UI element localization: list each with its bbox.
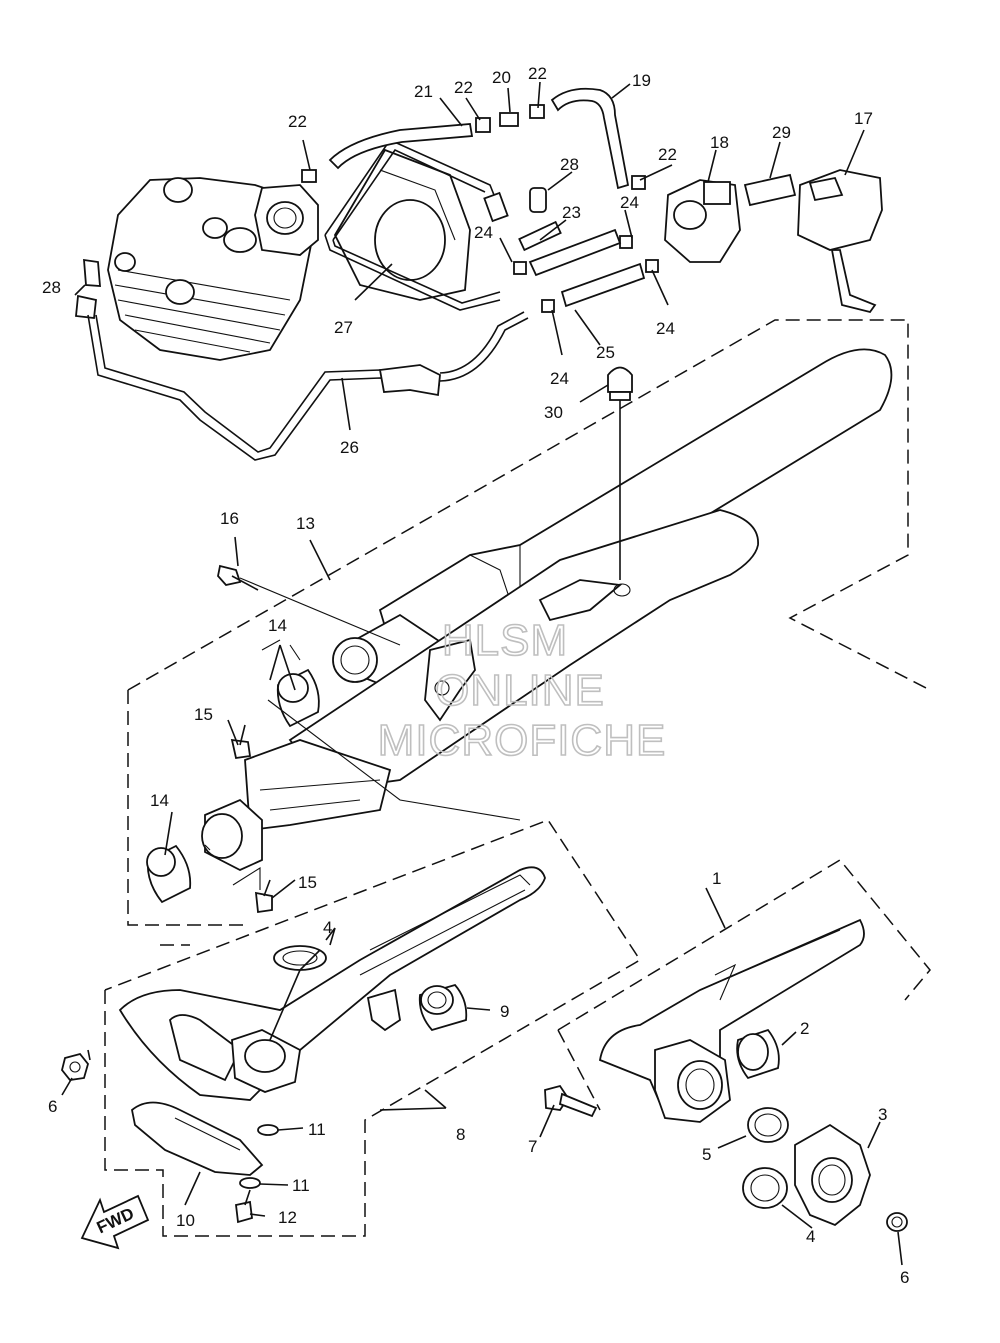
nut-6-left: [61, 1052, 89, 1081]
watermark-line2: ONLINE: [435, 666, 605, 715]
hose-25: [560, 262, 646, 308]
acorn-nut-30: [607, 366, 633, 401]
callout-10: 10: [176, 1211, 195, 1230]
gasket-14-lower: [146, 844, 192, 904]
callout-6-right: 6: [900, 1268, 909, 1287]
reed-valve-cover-assembly: [333, 148, 471, 301]
callout-12: 12: [278, 1208, 297, 1227]
muffler-bracket: [424, 638, 476, 722]
callout-1: 1: [712, 869, 721, 888]
callout-14-lower: 14: [150, 791, 169, 810]
gasket-4-lower: [742, 1167, 788, 1209]
gasket-5: [747, 1107, 789, 1143]
callout-26: 26: [340, 438, 359, 457]
callout-27: 27: [334, 318, 353, 337]
gasket-4-upper: [273, 945, 327, 971]
callout-6-left: 6: [48, 1097, 57, 1116]
hose-19: [550, 87, 630, 190]
callout-24-b: 24: [474, 223, 493, 242]
hose-27: [324, 138, 509, 311]
callout-17: 17: [854, 109, 873, 128]
callout-24-d: 24: [550, 369, 569, 388]
callout-20: 20: [492, 68, 511, 87]
callout-11-lower: 11: [292, 1176, 310, 1195]
callout-24-c: 24: [656, 319, 675, 338]
callout-9: 9: [500, 1002, 509, 1021]
exhaust-pipe-front-8: [118, 866, 546, 1101]
hose-28-and-pipe-26: [87, 311, 529, 461]
callout-21: 21: [414, 82, 433, 101]
callout-2: 2: [800, 1019, 809, 1038]
mount-lines: [204, 577, 521, 890]
nut-6-right: [886, 1212, 908, 1232]
callout-22-c: 22: [288, 112, 307, 131]
gasket-9: [418, 983, 468, 1032]
callout-22-b: 22: [528, 64, 547, 83]
callout-14-upper: 14: [268, 616, 287, 635]
fwd-arrow-icon: FWD: [80, 1194, 150, 1250]
exhaust-pipe-rear-1: [598, 918, 865, 1123]
air-cut-valve-18: [664, 179, 741, 263]
dashed-group-box-1: [557, 859, 931, 1111]
callout-3: 3: [878, 1105, 887, 1124]
bolt-7: [544, 1084, 598, 1118]
callout-5: 5: [702, 1145, 711, 1164]
callout-18: 18: [710, 133, 729, 152]
callout-16: 16: [220, 509, 239, 528]
callout-28-b: 28: [42, 278, 61, 297]
callout-28-a: 28: [560, 155, 579, 174]
gasket-14-upper: [276, 668, 320, 728]
callout-4-lower: 4: [806, 1227, 815, 1246]
leader-lines: [61, 81, 903, 1266]
engine-cylinder-head: [107, 177, 319, 361]
watermark-line3: MICROFICHE: [378, 716, 667, 765]
heat-protector-10: [131, 1101, 264, 1176]
hose-23: [528, 228, 622, 277]
callout-13: 13: [296, 514, 315, 533]
bracket-26: [378, 364, 441, 397]
exhaust-flange-3: [794, 1123, 871, 1227]
callout-11-upper: 11: [308, 1120, 326, 1139]
air-filter-case-17: [797, 169, 883, 314]
callout-19: 19: [632, 71, 651, 90]
gasket-2: [736, 1028, 780, 1080]
hose-29: [743, 173, 797, 207]
hose-21: [328, 123, 474, 170]
callout-4-upper: 4: [323, 918, 332, 937]
callout-15-lower: 15: [298, 873, 317, 892]
callout-24-a: 24: [620, 193, 639, 212]
watermark: HLSM ONLINE MICROFICHE: [377, 615, 667, 766]
callout-29: 29: [772, 123, 791, 142]
muffler-lower: [201, 509, 759, 871]
callout-labels: 1 2 3 4 4 5 6 6 7 8 9 10 11 11 12 13 14 …: [42, 64, 909, 1287]
callout-23: 23: [562, 203, 581, 222]
callout-7: 7: [528, 1137, 537, 1156]
dashed-group-box-8: [104, 819, 642, 1237]
callout-30: 30: [544, 403, 563, 422]
dashed-group-box-13: [127, 319, 931, 926]
watermark-line1: HLSM: [442, 616, 568, 665]
callout-25: 25: [596, 343, 615, 362]
callout-22-d: 22: [658, 145, 677, 164]
callout-22-a: 22: [454, 78, 473, 97]
callout-15-upper: 15: [194, 705, 213, 724]
callout-8: 8: [456, 1125, 465, 1144]
bolts-15-16: [217, 564, 273, 914]
